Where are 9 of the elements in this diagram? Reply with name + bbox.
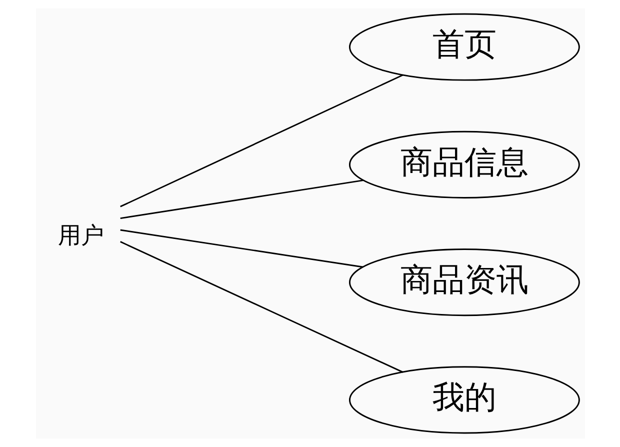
connector <box>120 229 362 268</box>
connector <box>120 180 363 220</box>
connector <box>120 241 403 373</box>
node-ellipse: 首页 <box>348 13 580 81</box>
node-text: 用户 <box>58 222 104 249</box>
connector <box>120 74 403 208</box>
node-ellipse: 商品信息 <box>348 130 580 198</box>
node-ellipse: 我的 <box>348 366 580 434</box>
node-ellipse: 商品资讯 <box>348 248 580 316</box>
